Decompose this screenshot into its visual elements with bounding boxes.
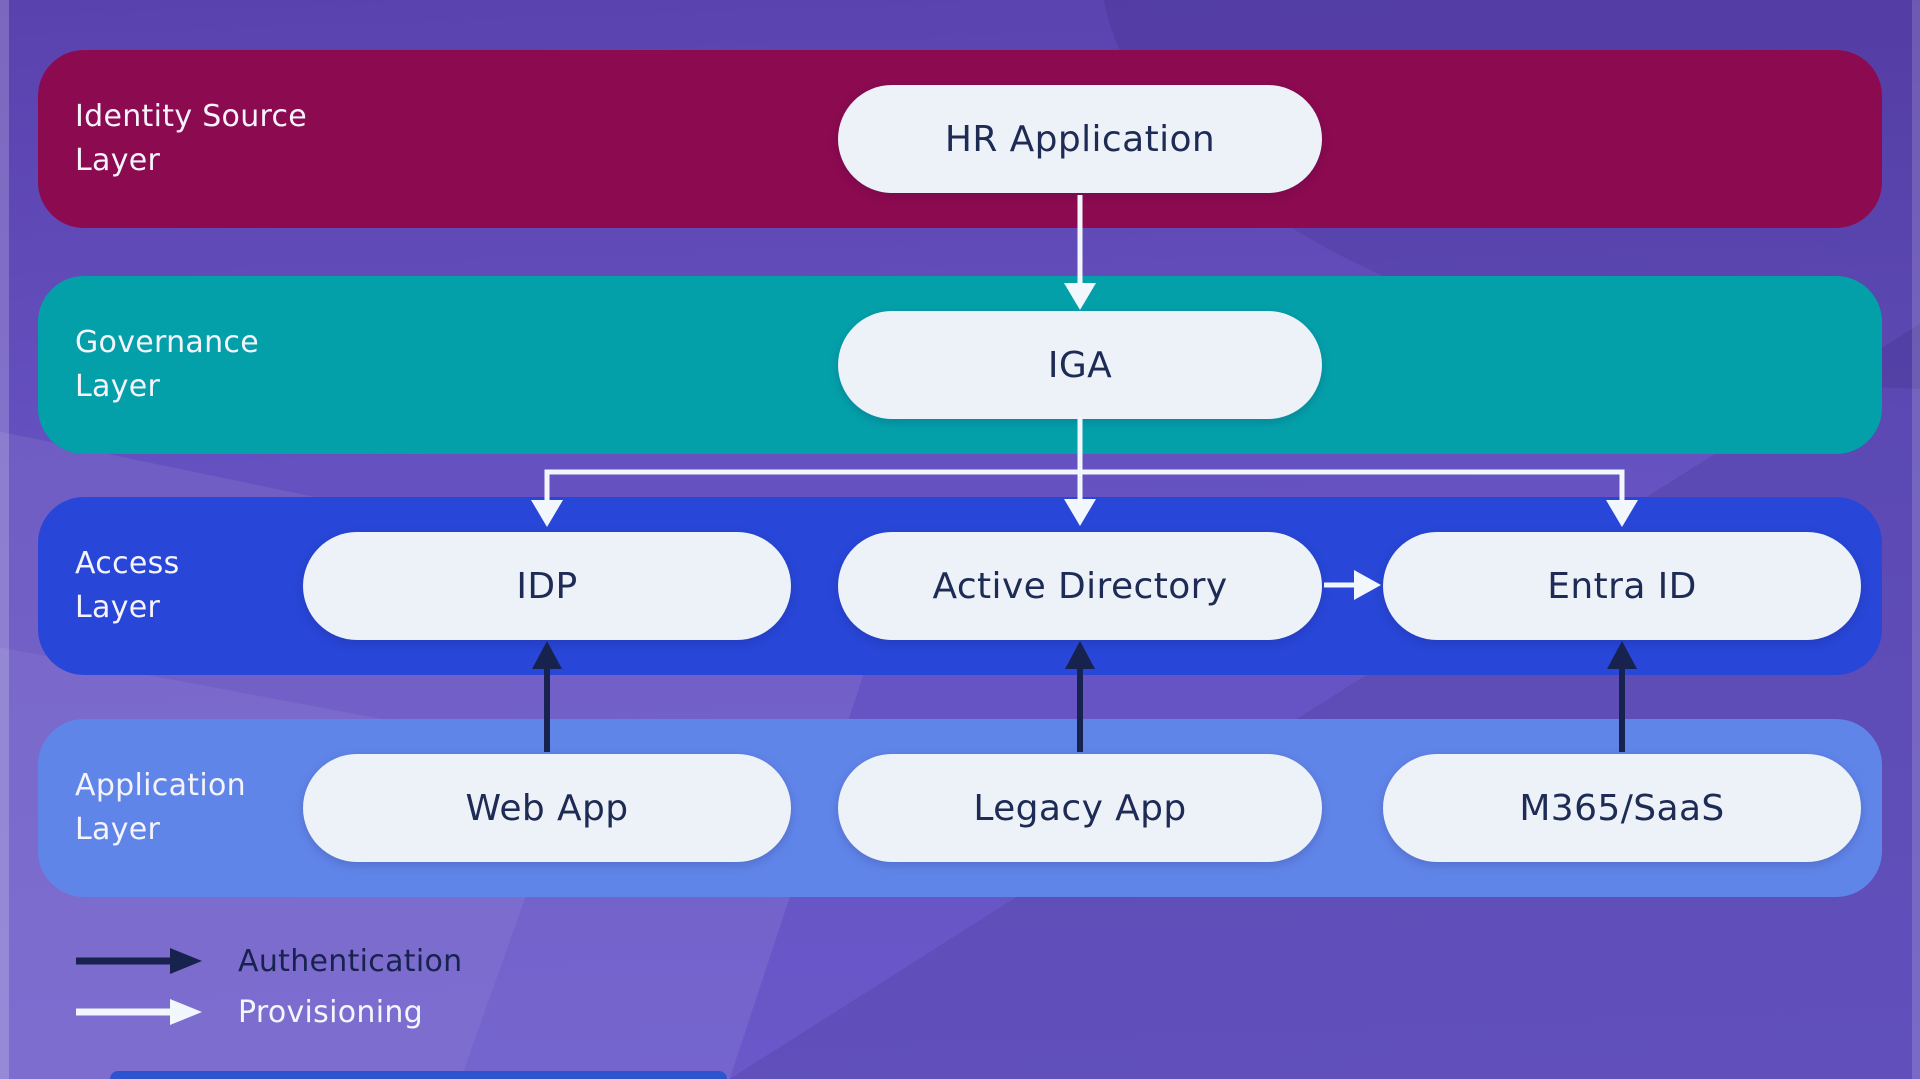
layer-label: Access Layer [75,546,180,625]
left-edge-highlight [0,0,9,1079]
legend-item-provisioning: Provisioning [74,994,424,1030]
legend-label: Provisioning [238,994,424,1030]
node-label: Entra ID [1547,565,1697,607]
node-label: M365/SaaS [1519,787,1725,829]
node-iga: IGA [838,311,1322,419]
legend-item-authentication: Authentication [74,943,463,979]
layer-band-application: Application Layer Web App Legacy App M36… [38,719,1882,897]
node-label: Web App [465,787,629,829]
node-label: IGA [1047,344,1113,386]
bottom-edge-accent [110,1071,727,1079]
node-label: Active Directory [932,565,1228,607]
node-label: IDP [516,565,578,607]
node-active-directory: Active Directory [838,532,1322,640]
layer-label: Application Layer [75,768,246,847]
provisioning-arrow-icon [76,999,202,1025]
node-hr-application: HR Application [838,85,1322,193]
node-idp: IDP [303,532,791,640]
node-label: HR Application [944,118,1216,160]
node-m365-saas: M365/SaaS [1383,754,1861,862]
layer-label: Identity Source Layer [75,99,308,178]
authentication-arrow-icon [76,948,202,974]
node-entra-id: Entra ID [1383,532,1861,640]
layer-label: Governance Layer [75,325,259,404]
node-legacy-app: Legacy App [838,754,1322,862]
layer-band-identity-source: Identity Source Layer HR Application [38,50,1882,228]
right-edge-highlight [1912,0,1920,1079]
layer-band-governance: Governance Layer IGA [38,276,1882,454]
legend-label: Authentication [238,943,463,979]
node-label: Legacy App [973,787,1187,829]
layer-band-access: Access Layer IDP Active Directory Entra … [38,497,1882,675]
node-web-app: Web App [303,754,791,862]
